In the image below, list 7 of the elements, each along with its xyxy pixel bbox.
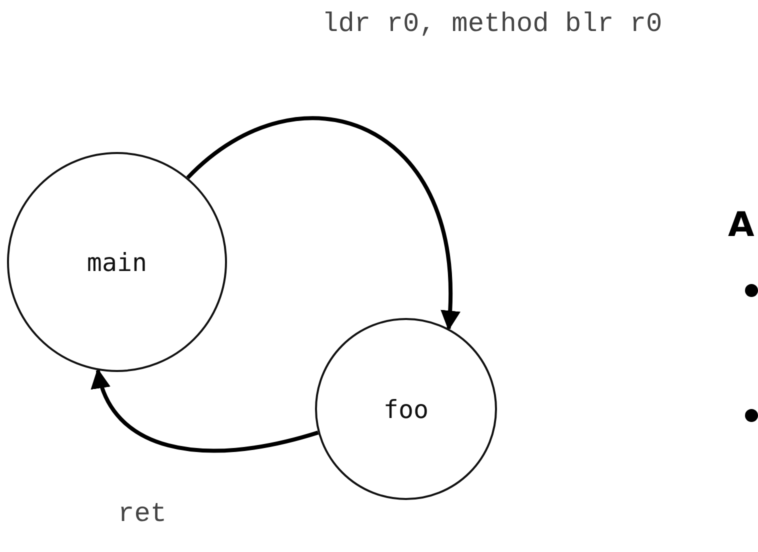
code-label: ret [118,499,168,532]
function-name: foo [383,394,429,424]
curved-arrow [186,116,460,331]
code-label: ldr r0, method blr r0 [322,9,664,42]
heading-text: A [728,205,754,245]
curved-arrow [92,368,319,453]
function-name: main [86,248,148,276]
